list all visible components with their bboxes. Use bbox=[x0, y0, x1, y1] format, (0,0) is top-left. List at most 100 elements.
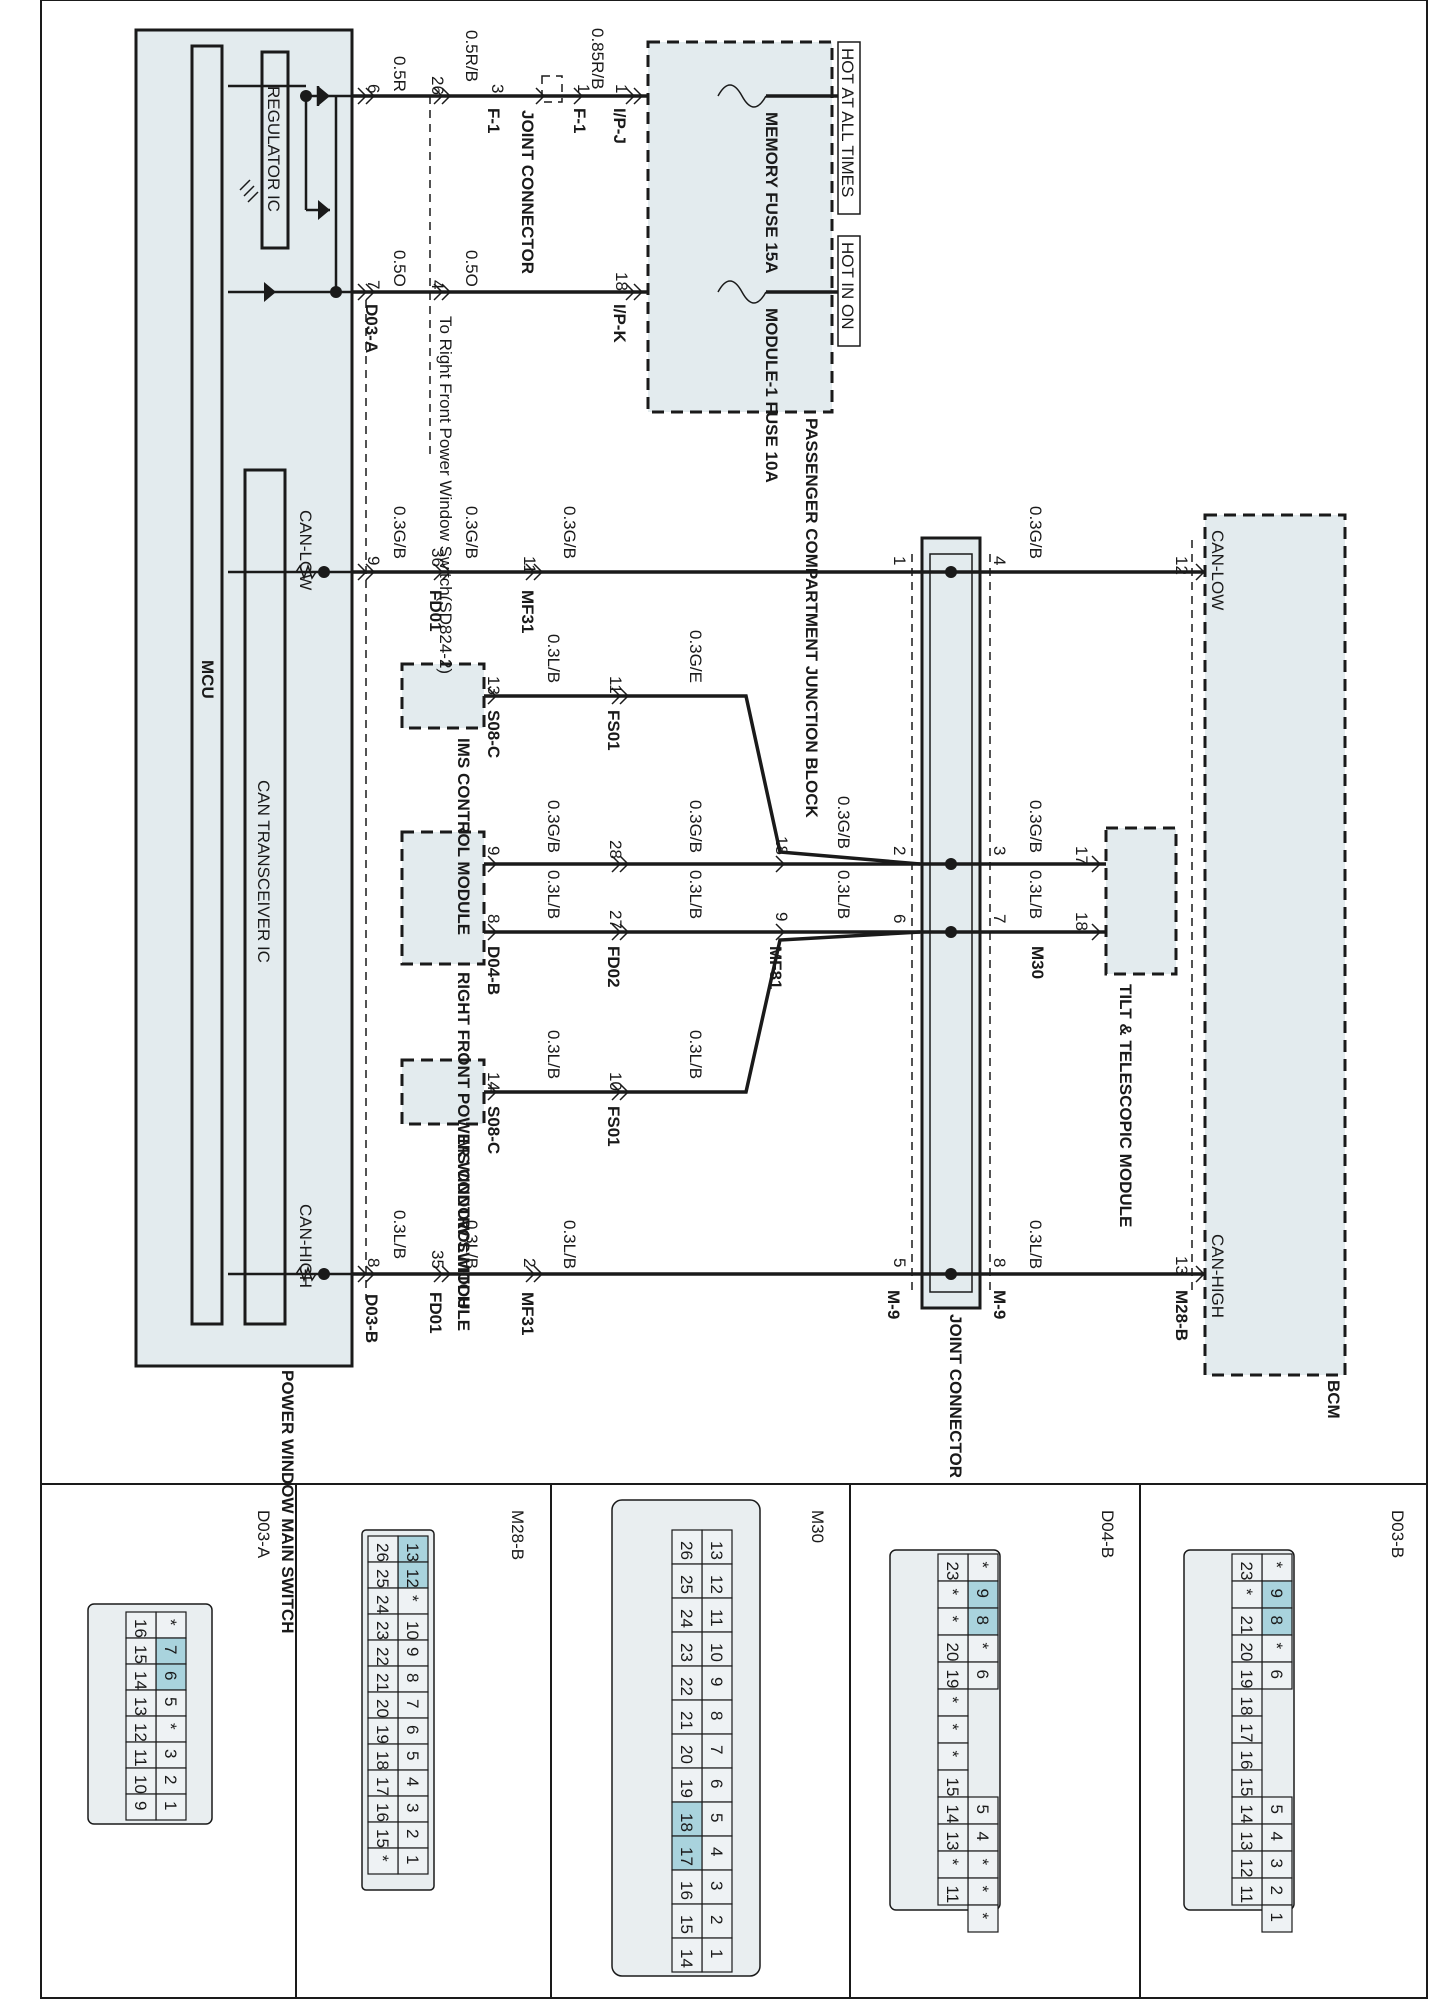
regulator-ic-block bbox=[260, 50, 290, 250]
m28b-pin-label: 21 bbox=[373, 1673, 392, 1692]
f1b-ref: F-1 bbox=[570, 108, 589, 134]
pin-11-fs01: 11 bbox=[606, 676, 625, 694]
pin-12: 12 bbox=[1172, 556, 1191, 575]
m30-cell bbox=[671, 1801, 703, 1837]
ipk-ref: I/P-K bbox=[610, 304, 629, 343]
d04b-cell bbox=[937, 1661, 969, 1690]
rf-power-window-switch-box bbox=[400, 830, 486, 966]
m28b-pin-label: 15 bbox=[373, 1829, 392, 1848]
m30-pin-label: 13 bbox=[707, 1541, 726, 1560]
d04b-pin-label: 20 bbox=[943, 1643, 962, 1662]
m28b-pin-label: 26 bbox=[373, 1543, 392, 1562]
wire-color-085rb: 0.85R/B bbox=[588, 28, 607, 89]
m30-cell bbox=[671, 1631, 703, 1667]
pin-4-d03: 4 bbox=[428, 280, 447, 289]
d04b-pin-label: 14 bbox=[943, 1805, 962, 1824]
d04b-cell bbox=[937, 1769, 969, 1798]
d04b-cell bbox=[937, 1850, 969, 1879]
ims-control-module-2-label: IMS CONTROL MODULE bbox=[454, 1134, 473, 1331]
m30-view-title: M30 bbox=[808, 1510, 827, 1543]
connector-pin-cells: *98*65432123*2120191817161514131211*98*6… bbox=[125, 1529, 1293, 1973]
d03a-pin-label: 2 bbox=[161, 1775, 180, 1784]
m28b-cell bbox=[397, 1769, 429, 1797]
d03a-pin-label: 16 bbox=[131, 1619, 150, 1638]
pin-13-m28b: 13 bbox=[1172, 1256, 1191, 1275]
d03b-pin-label: 4 bbox=[1267, 1832, 1286, 1841]
m28b-pin-label: 1 bbox=[403, 1855, 422, 1864]
d04b-pin-label: * bbox=[943, 1697, 962, 1704]
hot-at-all-times-box bbox=[837, 41, 861, 215]
d03a-pin-label: 10 bbox=[131, 1775, 150, 1794]
pin-7-m9: 7 bbox=[990, 914, 1009, 923]
d03b-pin-label: 13 bbox=[1237, 1832, 1256, 1851]
d04b-pin-label: 5 bbox=[973, 1805, 992, 1814]
d04b-pin-label: 9 bbox=[973, 1589, 992, 1598]
pin-11-mf31: 11 bbox=[520, 556, 539, 574]
d04b-cell bbox=[937, 1715, 969, 1744]
joint-connector-f-label: JOINT CONNECTOR bbox=[518, 110, 537, 274]
d03b-pin-label: 6 bbox=[1267, 1670, 1286, 1679]
pcjb-label: PASSENGER COMPARTMENT JUNCTION BLOCK bbox=[802, 418, 821, 819]
d03b-cell bbox=[1231, 1823, 1263, 1852]
d03b-ref: D03-B bbox=[362, 1294, 381, 1343]
ground-symbol bbox=[239, 179, 259, 203]
d03a-cell bbox=[155, 1637, 187, 1665]
m30-pin-label: 4 bbox=[707, 1847, 726, 1856]
d04b-cell bbox=[967, 1796, 999, 1825]
can-transceiver-label: CAN TRANSCEIVER IC bbox=[254, 780, 273, 963]
joint-connector-f-box bbox=[541, 75, 563, 103]
m28b-cell bbox=[397, 1847, 429, 1875]
pin-1-f1: 1 bbox=[574, 84, 593, 93]
m30-cell bbox=[701, 1563, 733, 1599]
m30-cell bbox=[701, 1665, 733, 1701]
ipj-ref: I/P-J bbox=[610, 108, 629, 144]
m30-pin-label: 19 bbox=[677, 1779, 696, 1798]
wire-color-03gb-4: 0.3G/B bbox=[1026, 506, 1045, 559]
d03b-pin-label: 20 bbox=[1237, 1643, 1256, 1662]
fs01b-ref: FS01 bbox=[604, 1106, 623, 1147]
d04b-pin-label: * bbox=[973, 1913, 992, 1920]
d03b-pin-label: 12 bbox=[1237, 1859, 1256, 1878]
m28b-pin-label: 18 bbox=[373, 1751, 392, 1770]
d03a-pin-label: 6 bbox=[161, 1671, 180, 1680]
m28b-pin-label: 6 bbox=[403, 1725, 422, 1734]
pin-28: 28 bbox=[606, 840, 625, 859]
mf31a-ref: MF31 bbox=[518, 590, 537, 633]
can-low-mcu-label: CAN-LOW bbox=[296, 510, 315, 590]
d03b-view-title: D03-B bbox=[1388, 1510, 1407, 1558]
pin-9-mf81: 9 bbox=[772, 912, 791, 921]
d03b-pin-label: 23 bbox=[1237, 1562, 1256, 1581]
pin-5-m9: 5 bbox=[890, 1258, 909, 1267]
d04b-pin-label: 13 bbox=[943, 1832, 962, 1851]
wire-color-03lb-6: 0.3L/B bbox=[544, 1030, 563, 1079]
wires bbox=[228, 84, 1205, 1300]
m30-cell bbox=[671, 1835, 703, 1871]
pin-1-m9: 1 bbox=[890, 556, 909, 565]
m30-pin-label: 9 bbox=[707, 1677, 726, 1686]
mcu-label: MCU bbox=[198, 660, 217, 699]
d03b-pin-label: 1 bbox=[1267, 1913, 1286, 1922]
d03a-cell bbox=[125, 1767, 157, 1795]
m30-cell bbox=[701, 1903, 733, 1939]
d04b-cell bbox=[937, 1877, 969, 1906]
pin-6-m9: 6 bbox=[890, 914, 909, 923]
d03b-pin-label: 11 bbox=[1237, 1886, 1256, 1904]
rf-power-window-switch-label: RIGHT FRONT POWER WINDOW SWITCH bbox=[454, 972, 473, 1308]
m28b-cell bbox=[367, 1639, 399, 1667]
d03b-pin-label: 17 bbox=[1237, 1724, 1256, 1743]
d03a-ref: D03-A bbox=[362, 304, 381, 353]
d04b-pin-label: 19 bbox=[943, 1670, 962, 1689]
pin-14: 14 bbox=[484, 1072, 503, 1091]
s08cb-ref: S08-C bbox=[484, 1106, 503, 1154]
d04b-ref: D04-B bbox=[484, 946, 503, 995]
d03a-pin-label: 15 bbox=[131, 1645, 150, 1664]
wire-color-03gb-3: 0.3G/B bbox=[560, 506, 579, 559]
d04b-pin-label: 15 bbox=[943, 1778, 962, 1797]
module1-fuse-label: MODULE-1 FUSE 10A bbox=[762, 308, 781, 483]
m28b-view-title: M28-B bbox=[508, 1510, 527, 1560]
d03b-pin-label: 5 bbox=[1267, 1805, 1286, 1814]
d03b-pin-label: 2 bbox=[1267, 1886, 1286, 1895]
bcm-box bbox=[1203, 513, 1347, 1377]
m30-cell bbox=[701, 1869, 733, 1905]
m30-pin-label: 10 bbox=[707, 1643, 726, 1662]
